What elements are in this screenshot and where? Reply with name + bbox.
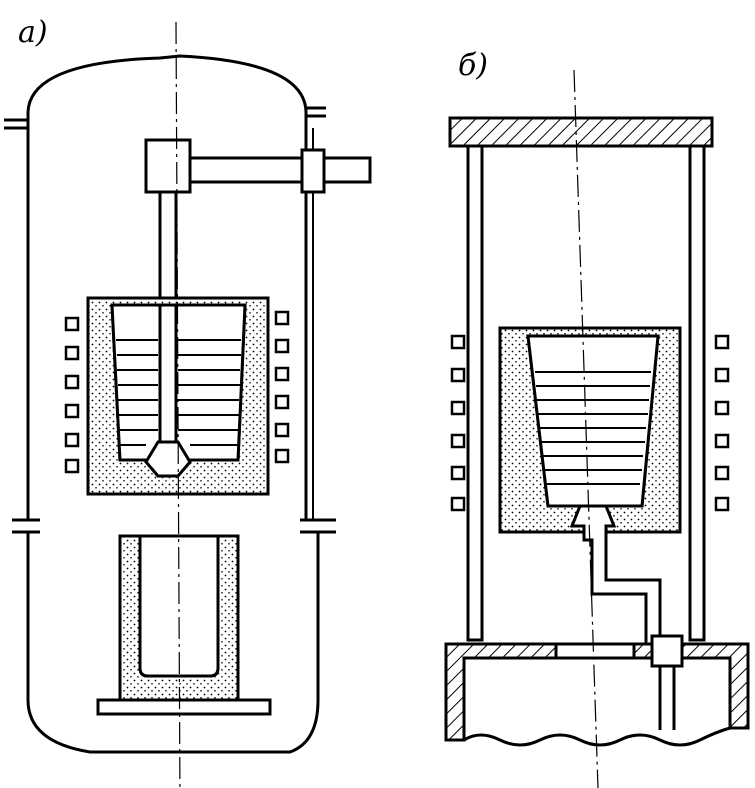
melt-level-lines (116, 339, 241, 446)
induction-coil-left (450, 334, 466, 512)
coil-turn-icon (714, 496, 730, 512)
right-column (688, 144, 706, 642)
coil-turn-icon (450, 465, 466, 481)
figure-a-axis (175, 21, 181, 788)
figure-b-frame (448, 116, 714, 642)
coil-turn-icon (714, 433, 730, 449)
figure-a-furnace (64, 296, 290, 496)
melt-level-lines (535, 371, 651, 485)
stopper-head-block (144, 138, 192, 194)
coil-turn-icon (450, 433, 466, 449)
figure-b-label: б) (458, 48, 488, 83)
coil-turn-icon (274, 310, 290, 326)
coil-turn-icon (64, 345, 80, 361)
figure-b-base (444, 634, 750, 747)
induction-coil-right (714, 334, 730, 512)
coil-turn-icon (64, 374, 80, 390)
coil-turn-icon (714, 334, 730, 350)
coil-turn-icon (64, 458, 80, 474)
left-column (466, 144, 484, 642)
crucible (526, 334, 660, 508)
coil-turn-icon (714, 367, 730, 383)
break-line (463, 726, 731, 747)
base-opening (554, 642, 636, 660)
valve-block (650, 634, 684, 668)
figure-a-mold (96, 534, 272, 716)
mold-base-plate (96, 698, 272, 716)
induction-coil-right (274, 310, 290, 464)
coil-turn-icon (714, 400, 730, 416)
coil-turn-icon (450, 367, 466, 383)
coil-turn-icon (64, 432, 80, 448)
coil-turn-icon (64, 316, 80, 332)
coil-turn-icon (450, 400, 466, 416)
coil-turn-icon (274, 448, 290, 464)
figure-b-axis (573, 69, 599, 788)
induction-coil-left (64, 316, 80, 474)
coil-turn-icon (274, 338, 290, 354)
coil-turn-icon (450, 496, 466, 512)
stopper-arm (188, 156, 372, 184)
figure-a-label: a) (18, 15, 48, 50)
coil-turn-icon (714, 465, 730, 481)
crucible (110, 303, 247, 462)
coil-turn-icon (64, 403, 80, 419)
figure-b-furnace (450, 326, 730, 652)
top-crossbeam (448, 116, 714, 148)
chamber-upper-wall (26, 54, 308, 520)
base-housing (444, 642, 750, 742)
mold-cavity (138, 534, 220, 678)
coil-turn-icon (274, 394, 290, 410)
chamber-lower-wall (26, 532, 320, 754)
coil-turn-icon (450, 334, 466, 350)
stopper-rod-inside (158, 303, 178, 447)
arm-guide-block (300, 148, 326, 194)
coil-turn-icon (274, 422, 290, 438)
coil-turn-icon (274, 366, 290, 382)
